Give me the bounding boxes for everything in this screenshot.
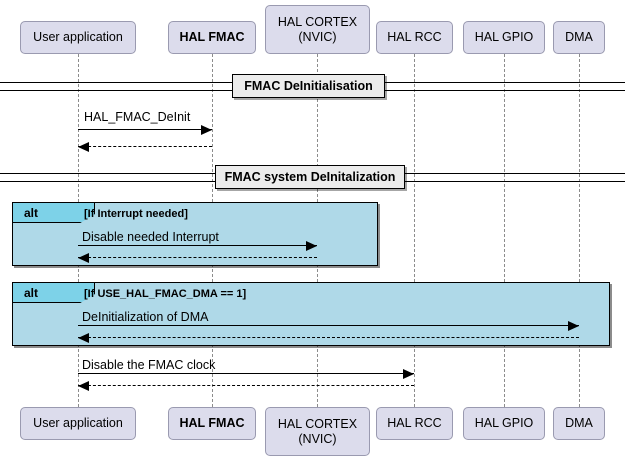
alt-interrupt-frame: alt — [12, 202, 378, 266]
msg-disable-the-fmac-clock-line — [78, 373, 414, 374]
msg-disable-the-fmac-clock-return-line — [78, 385, 414, 386]
msg-disable-needed-interrupt-return-line — [78, 257, 317, 258]
msg-deinitialization-of-dma-arrowhead — [568, 321, 579, 331]
participant-bottom-cortex[interactable]: HAL CORTEX (NVIC) — [265, 407, 370, 456]
participant-top-fmac[interactable]: HAL FMAC — [168, 21, 256, 54]
participant-bottom-dma[interactable]: DMA — [553, 407, 605, 440]
participant-bottom-fmac[interactable]: HAL FMAC — [168, 407, 256, 440]
div-deinit-label: FMAC DeInitialisation — [232, 74, 385, 98]
participant-top-rcc[interactable]: HAL RCC — [376, 21, 453, 54]
alt-interrupt-guard: [If Interrupt needed] — [84, 208, 188, 220]
msg-disable-the-fmac-clock-return-arrowhead — [78, 381, 89, 391]
msg-disable-needed-interrupt-return-arrowhead — [78, 253, 89, 263]
msg-hal-fmac-deinit-line — [78, 129, 212, 130]
participant-bottom-gpio[interactable]: HAL GPIO — [463, 407, 545, 440]
msg-hal-fmac-deinit-return-arrowhead — [78, 142, 89, 152]
msg-hal-fmac-deinit-arrowhead — [201, 125, 212, 135]
msg-deinitialization-of-dma-label: DeInitialization of DMA — [82, 310, 209, 324]
msg-disable-needed-interrupt-line — [78, 245, 317, 246]
participant-top-user[interactable]: User application — [20, 21, 136, 54]
participant-top-dma[interactable]: DMA — [553, 21, 605, 54]
alt-dma-frame: alt — [12, 282, 610, 346]
lifeline-rcc — [414, 54, 415, 407]
msg-hal-fmac-deinit-return-line — [78, 146, 212, 147]
msg-hal-fmac-deinit-label: HAL_FMAC_DeInit — [84, 110, 191, 124]
alt-dma-operator-tab: alt — [13, 283, 95, 303]
participant-bottom-rcc[interactable]: HAL RCC — [376, 407, 453, 440]
alt-dma-guard: [If USE_HAL_FMAC_DMA == 1] — [84, 288, 247, 300]
msg-disable-needed-interrupt-label: Disable needed Interrupt — [82, 230, 219, 244]
participant-top-gpio[interactable]: HAL GPIO — [463, 21, 545, 54]
msg-deinitialization-of-dma-return-arrowhead — [78, 333, 89, 343]
msg-disable-the-fmac-clock-arrowhead — [403, 369, 414, 379]
msg-disable-needed-interrupt-arrowhead — [306, 241, 317, 251]
msg-deinitialization-of-dma-line — [78, 325, 579, 326]
lifeline-dma — [579, 54, 580, 407]
alt-interrupt-operator-tab: alt — [13, 203, 95, 223]
participant-top-cortex[interactable]: HAL CORTEX (NVIC) — [265, 5, 370, 54]
lifeline-gpio — [504, 54, 505, 407]
msg-disable-the-fmac-clock-label: Disable the FMAC clock — [82, 358, 216, 372]
msg-deinitialization-of-dma-return-line — [78, 337, 579, 338]
div-system-deinit-label: FMAC system DeInitalization — [215, 165, 405, 189]
participant-bottom-user[interactable]: User application — [20, 407, 136, 440]
